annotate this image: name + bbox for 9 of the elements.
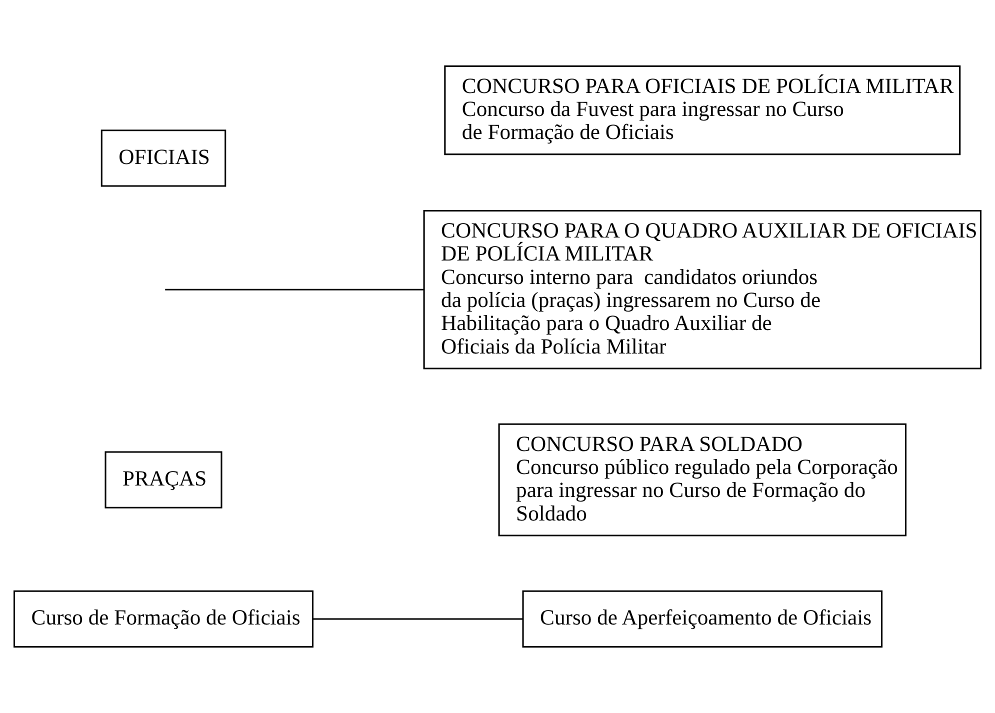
node-box: CONCURSO PARA O QUADRO AUXILIAR DE OFICIAIS DE POLÍCIA MILITAR Concurso interno para candidatos oriundos da polícia (praças) ingressarem no Curso de Habilitação para o Quadro Auxiliar de Oficiais da Polícia Militar <box>423 210 982 370</box>
node-box: CONCURSO PARA OFICIAIS DE POLÍCIA MILITAR Concurso da Fuvest para ingressar no Curso de Formação de Oficiais <box>444 65 961 156</box>
connector <box>165 288 424 290</box>
node-box: OFICIAIS <box>100 130 226 187</box>
node-box: CONCURSO PARA SOLDADO Concurso público regulado pela Corporação para ingressar no Curso de Formação do Soldado <box>498 423 906 536</box>
connector <box>312 618 523 620</box>
node-box: Curso de Formação de Oficiais <box>14 590 314 648</box>
node-box: Curso de Aperfeiçoamento de Oficiais <box>522 590 883 648</box>
node-box: PRAÇAS <box>104 451 222 508</box>
